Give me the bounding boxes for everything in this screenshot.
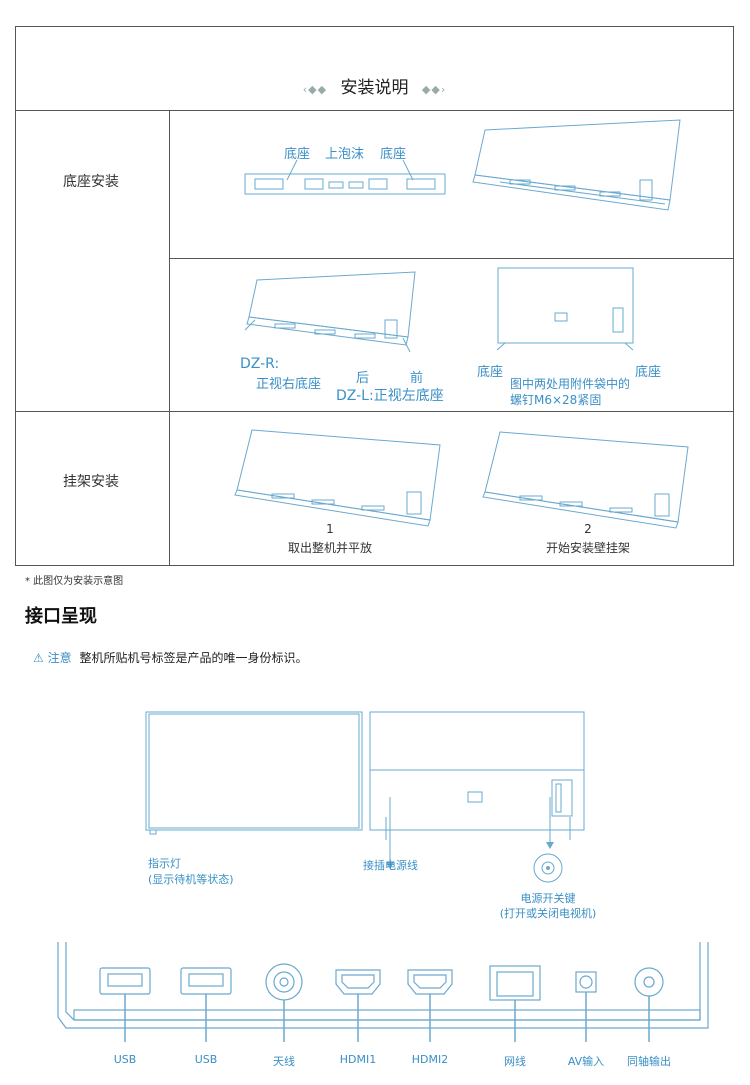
port-label-usb-1: USB	[113, 1053, 137, 1066]
label-dzr: DZ-R:	[240, 356, 280, 372]
label-base-left-2: 底座	[477, 365, 504, 380]
tv-front-base-illustration	[496, 267, 634, 351]
label-foam: 上泡沫	[325, 147, 365, 162]
install-footnote: * 此图仅为安装示意图	[25, 576, 124, 587]
port-label-coax-out: 同轴输出	[627, 1055, 671, 1068]
title-ornament-right: ◆◆›	[421, 83, 447, 96]
label-screw-1: 图中两处用附件袋中的	[510, 377, 631, 391]
warning-note: ⚠ 注意 整机所贴机号标签是产品的唯一身份标识。	[33, 649, 307, 666]
label-screw-2: 螺钉M6×28紧固	[510, 393, 602, 407]
install-title: ‹◆◆ 安装说明 ◆◆›	[16, 73, 733, 98]
wall-step1-number: 1	[326, 522, 334, 536]
table-divider	[15, 110, 734, 111]
label-front: 前	[410, 371, 424, 386]
label-base-right-2: 底座	[635, 365, 662, 380]
label-dzr-desc: 正视右底座	[256, 377, 322, 392]
label-indicator-2: (显示待机等状态)	[148, 873, 234, 886]
warning-label: 注意	[47, 651, 72, 665]
tv-back-illustration	[472, 119, 681, 211]
label-back: 后	[356, 371, 370, 386]
label-power-key-1: 电源开关键	[520, 892, 576, 905]
port-label-antenna: 天线	[273, 1055, 295, 1068]
port-panel-illustration	[57, 942, 709, 1042]
wall-step2-number: 2	[584, 522, 592, 536]
wall-step1-text: 取出整机并平放	[287, 541, 372, 555]
label-indicator-1: 指示灯	[148, 857, 181, 870]
table-divider	[15, 411, 734, 412]
row-label-wall: 挂架安装	[63, 474, 119, 490]
row-label-base: 底座安装	[63, 174, 119, 190]
interface-heading: 接口呈现	[25, 606, 97, 627]
warning-text: 整机所贴机号标签是产品的唯一身份标识。	[79, 651, 308, 665]
foam-base-illustration	[244, 159, 446, 195]
warning-icon: ⚠	[33, 651, 44, 665]
tv-front-back-illustration	[145, 711, 585, 869]
label-power-cable: 接插电源线	[363, 859, 418, 872]
port-label-av-in: AV输入	[567, 1055, 605, 1068]
port-label-hdmi1: HDMI1	[339, 1053, 377, 1066]
tv-base-mount-illustration	[244, 271, 416, 353]
port-label-usb-2: USB	[194, 1053, 218, 1066]
wall-step2-text: 开始安装壁挂架	[545, 541, 630, 555]
label-power-key-2: (打开或关闭电视机)	[499, 907, 597, 920]
power-button-icon	[533, 853, 563, 883]
table-divider	[170, 258, 734, 259]
label-base-left: 底座	[284, 147, 311, 162]
install-title-text: 安装说明	[340, 78, 409, 98]
port-label-hdmi2: HDMI2	[411, 1053, 449, 1066]
tv-wall-step2-illustration	[482, 431, 689, 529]
label-base-right: 底座	[380, 147, 407, 162]
install-table: ‹◆◆ 安装说明 ◆◆›	[15, 26, 734, 566]
tv-wall-step1-illustration	[234, 429, 441, 527]
port-label-lan: 网线	[504, 1055, 526, 1068]
table-divider	[169, 110, 170, 566]
title-ornament-left: ‹◆◆	[302, 83, 328, 96]
label-dzl: DZ-L:正视左底座	[336, 388, 444, 404]
